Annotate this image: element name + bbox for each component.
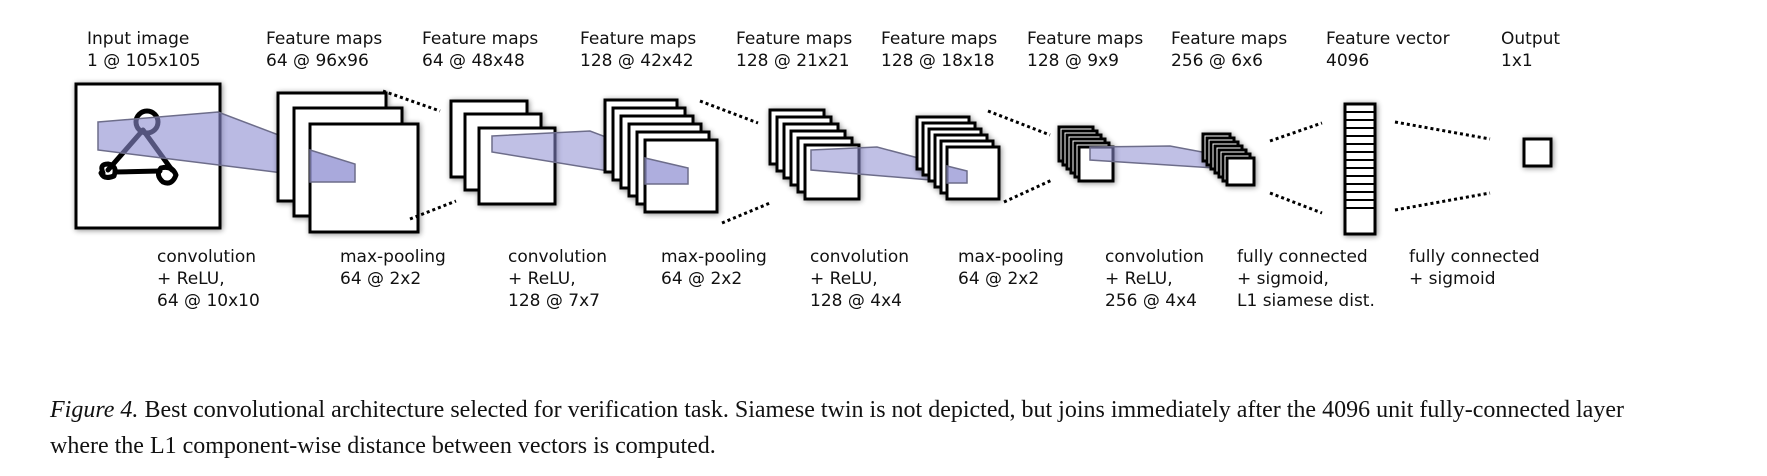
op-label-conv1: convolution+ ReLU,64 @ 10x10 [157,247,260,311]
figure-caption: Figure 4. Best convolutional architectur… [50,392,1650,464]
operation-labels: convolution+ ReLU,64 @ 10x10 max-pooling… [157,247,1540,311]
kernel-projection-2-front [644,157,689,185]
fc-connector-2b [1394,191,1491,212]
pooling-connector-2a [699,99,759,125]
feature-maps-128x42x42 [603,98,719,214]
op-label-fc1: fully connected+ sigmoid,L1 siamese dist… [1237,247,1375,311]
feature-maps-128x18x18 [915,115,1001,201]
pooling-connector-3b [1003,178,1053,204]
feature-maps-256x6x6 [1201,132,1256,187]
kernel-projection-1-front [309,148,356,183]
op-label-conv4: convolution+ ReLU,256 @ 4x4 [1105,247,1204,311]
caption-text: Best convolutional architecture selected… [50,397,1624,459]
pooling-connector-1b [409,199,457,221]
kernel-projection-3-front [946,165,968,184]
fc-connector-2a [1394,120,1491,141]
feature-vector-cells [1345,111,1375,209]
op-label-conv2: convolution+ ReLU,128 @ 7x7 [508,247,607,311]
op-label-fc2: fully connected+ sigmoid [1409,247,1540,289]
figure-number: Figure 4. [50,397,139,423]
fc-connector-1b [1269,191,1323,215]
output-unit [1522,137,1553,168]
pooling-connector-2b [721,201,771,225]
fc-connector-1a [1269,121,1323,143]
pooling-connector-3a [987,109,1051,137]
op-label-conv3: convolution+ ReLU,128 @ 4x4 [810,247,909,311]
pooling-connector-1a [382,89,441,113]
